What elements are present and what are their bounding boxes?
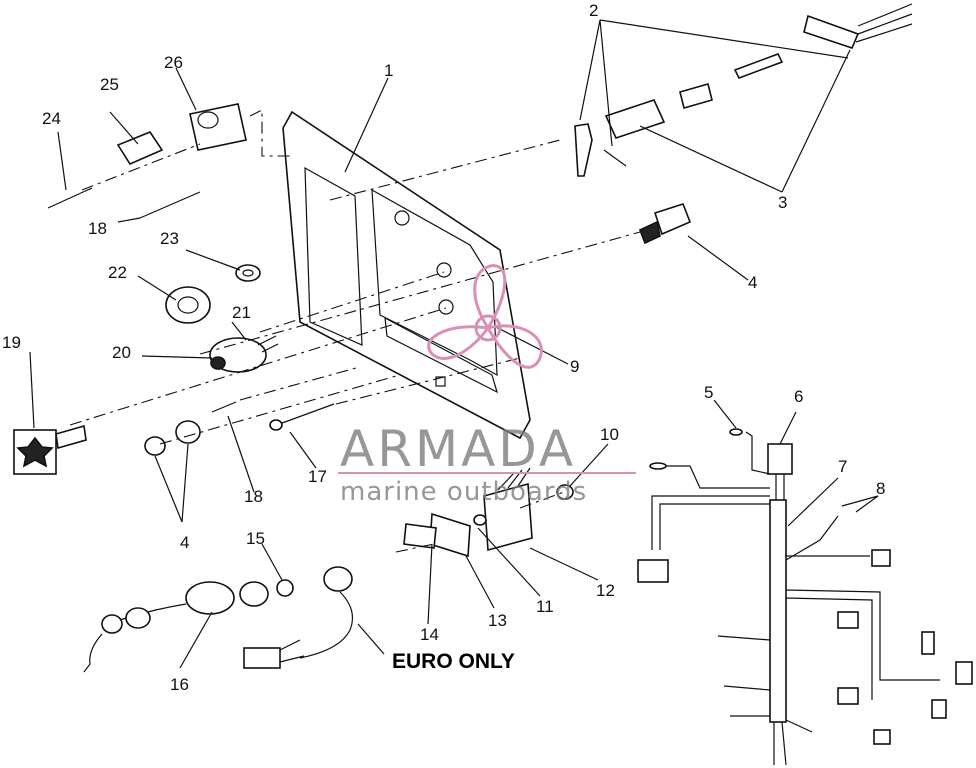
watermark-divider — [338, 472, 636, 474]
label-16: 16 — [170, 675, 189, 694]
label-10: 10 — [600, 425, 619, 444]
label-6: 6 — [794, 387, 803, 406]
stop-switch-lanyard — [83, 566, 353, 673]
label-4-toggle: 4 — [748, 273, 757, 292]
label-12: 12 — [596, 581, 615, 600]
watermark-tagline: marine outboards — [340, 477, 587, 507]
ignition-switch — [165, 264, 279, 373]
euro-only-note: EURO ONLY — [392, 650, 515, 673]
wiring-harness — [637, 428, 973, 766]
label-13: 13 — [488, 611, 507, 630]
watermark-brand: ARMADA — [340, 420, 576, 478]
armada-watermark: ARMADA marine outboards — [338, 264, 636, 507]
label-18-top: 18 — [88, 219, 107, 238]
label-18-bottom: 18 — [244, 487, 263, 506]
label-11: 11 — [536, 597, 554, 616]
terminal-block — [403, 467, 574, 558]
label-25: 25 — [100, 75, 119, 94]
switch-body — [604, 3, 913, 139]
label-9: 9 — [570, 357, 579, 376]
label-20: 20 — [112, 343, 131, 362]
toggle-switch — [638, 203, 692, 245]
label-22: 22 — [108, 263, 127, 282]
label-17: 17 — [308, 467, 327, 486]
label-3: 3 — [778, 193, 787, 212]
propeller-logo-icon — [427, 264, 543, 369]
label-4-washers: 4 — [180, 533, 189, 552]
label-5: 5 — [704, 383, 713, 402]
label-19: 19 — [2, 333, 21, 352]
label-1: 1 — [384, 61, 393, 80]
panel-plate — [282, 110, 531, 440]
label-23: 23 — [160, 229, 179, 248]
key-cap-assembly — [47, 103, 247, 219]
mount-washers — [144, 420, 201, 456]
label-26: 26 — [164, 53, 183, 72]
leader-lines — [29, 19, 879, 669]
label-15: 15 — [246, 529, 265, 548]
part-labels: 1 2 3 4 4 5 6 7 8 9 10 11 12 13 14 15 16… — [2, 1, 885, 694]
label-8: 8 — [876, 479, 885, 498]
label-2: 2 — [589, 1, 598, 20]
screws — [211, 401, 335, 431]
label-7: 7 — [838, 457, 847, 476]
switch-lever — [574, 52, 784, 177]
alignment-lines — [69, 109, 641, 553]
ignition-key — [13, 424, 87, 475]
label-24: 24 — [42, 109, 61, 128]
label-14: 14 — [420, 625, 439, 644]
label-21: 21 — [232, 303, 251, 322]
